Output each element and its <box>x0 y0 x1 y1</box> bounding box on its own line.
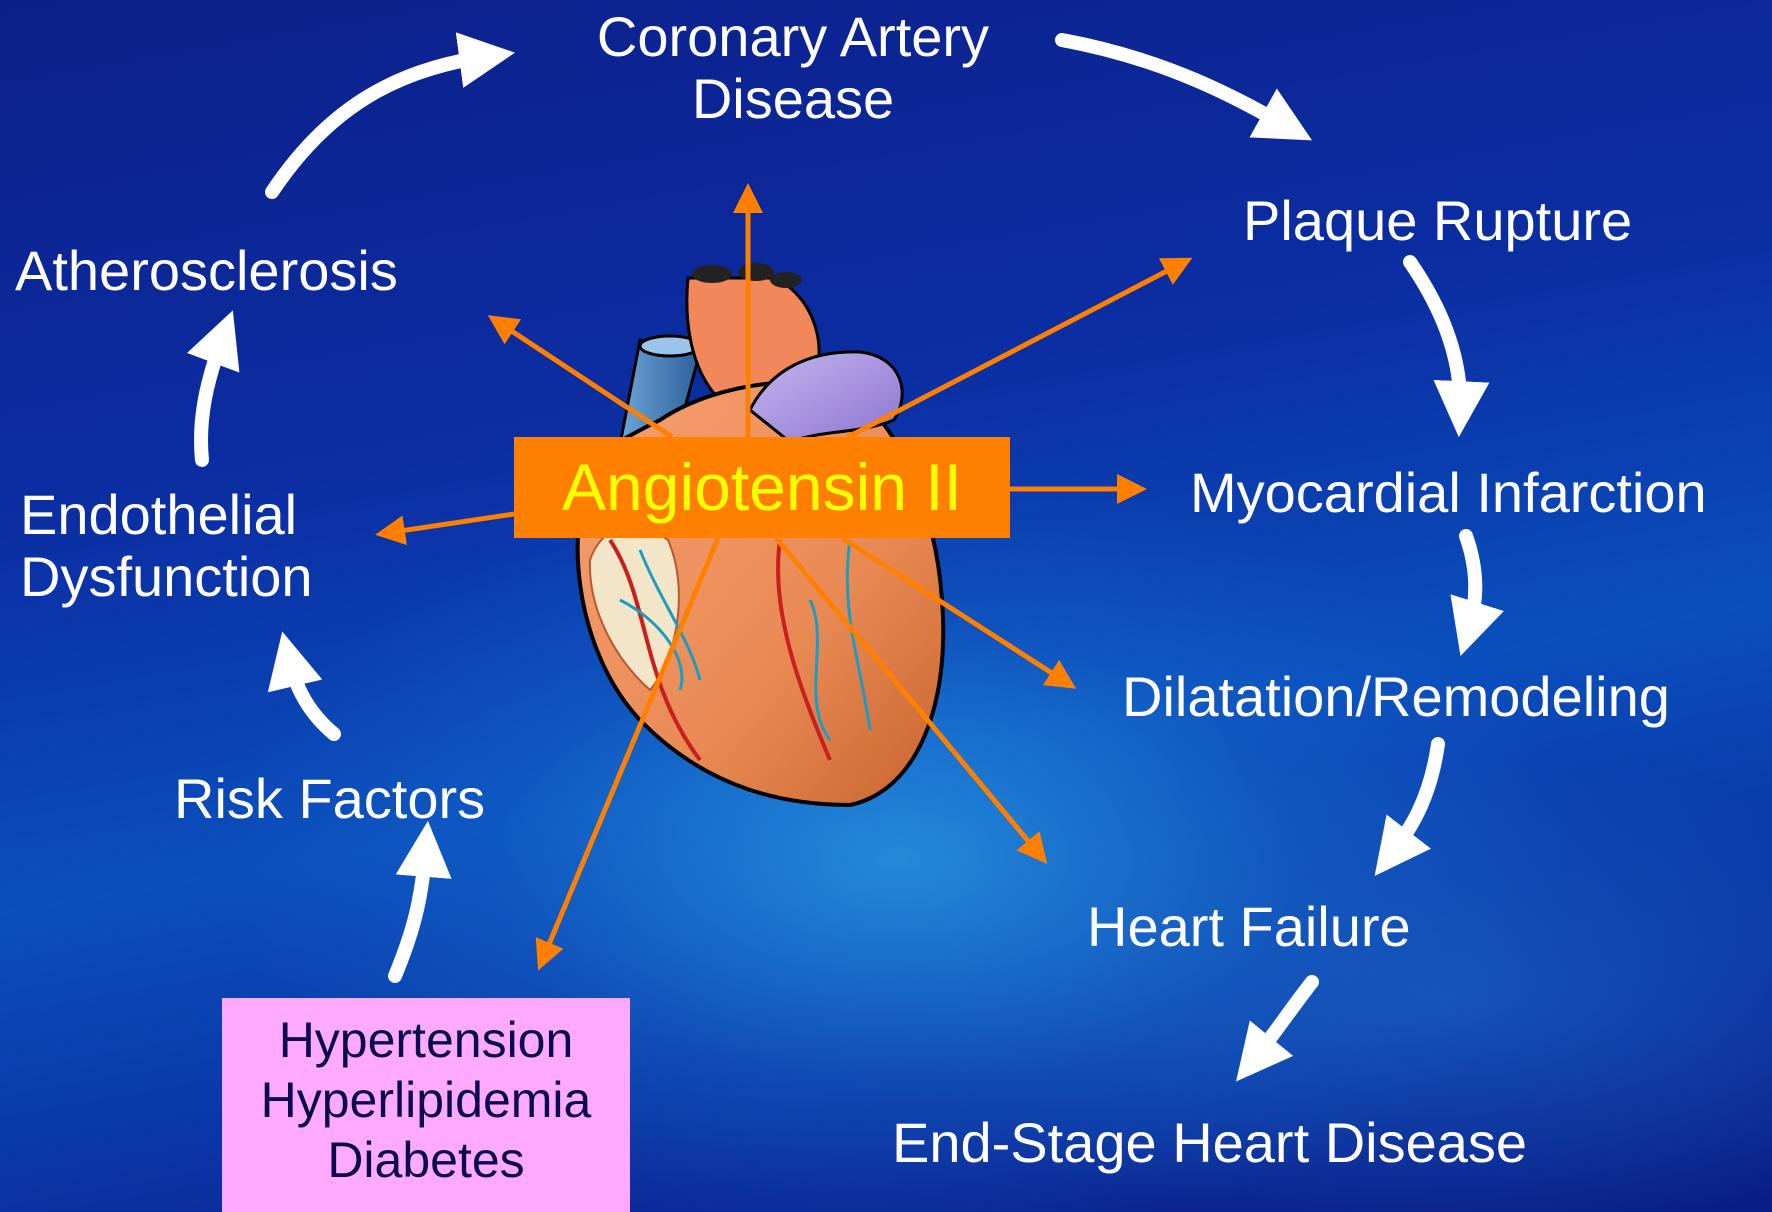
arrow-ang-to-plaque <box>848 260 1188 437</box>
arrow-cad-to-plaque <box>1062 40 1290 128</box>
label-coronary-line2: Disease <box>570 68 1016 130</box>
risk-factor-list: Hypertension Hyperlipidemia Diabetes <box>222 998 630 1190</box>
label-risk-factors: Risk Factors <box>174 768 485 830</box>
arrow-factors-to-risk <box>395 846 426 976</box>
arrow-mi-to-dilatation <box>1466 536 1475 632</box>
label-endothelial-line1: Endothelial <box>20 484 313 546</box>
risk-factor-diabetes: Diabetes <box>222 1130 630 1190</box>
label-dilatation-remodeling: Dilatation/Remodeling <box>1122 666 1670 728</box>
label-coronary-line1: Coronary Artery <box>570 6 1016 68</box>
arrow-atherosclerosis-to-cad <box>272 56 490 192</box>
angiotensin-box: Angiotensin II <box>514 437 1010 538</box>
risk-factor-hyperlipidemia: Hyperlipidemia <box>222 1070 630 1130</box>
risk-factor-hypertension: Hypertension <box>222 1010 630 1070</box>
arrow-plaque-to-mi <box>1410 262 1460 412</box>
arrow-dilatation-to-hf <box>1390 744 1438 856</box>
label-atherosclerosis: Atherosclerosis <box>15 240 398 302</box>
arrow-endothelial-to-athero <box>201 334 224 460</box>
label-heart-failure: Heart Failure <box>1087 896 1411 958</box>
arrow-ang-to-endothelial <box>380 514 514 534</box>
angiotensin-label: Angiotensin II <box>514 437 1010 538</box>
label-end-stage-heart-disease: End-Stage Heart Disease <box>892 1112 1527 1174</box>
risk-factor-box: Hypertension Hyperlipidemia Diabetes <box>222 998 630 1212</box>
label-endothelial-line2: Dysfunction <box>20 546 313 608</box>
label-endothelial-dysfunction: Endothelial Dysfunction <box>20 484 313 608</box>
arrow-risk-to-endothelial <box>288 656 334 734</box>
label-myocardial-infarction: Myocardial Infarction <box>1190 462 1707 524</box>
label-coronary-artery-disease: Coronary Artery Disease <box>570 6 1016 130</box>
arrow-hf-to-esd <box>1252 982 1312 1062</box>
label-plaque-rupture: Plaque Rupture <box>1243 190 1632 252</box>
